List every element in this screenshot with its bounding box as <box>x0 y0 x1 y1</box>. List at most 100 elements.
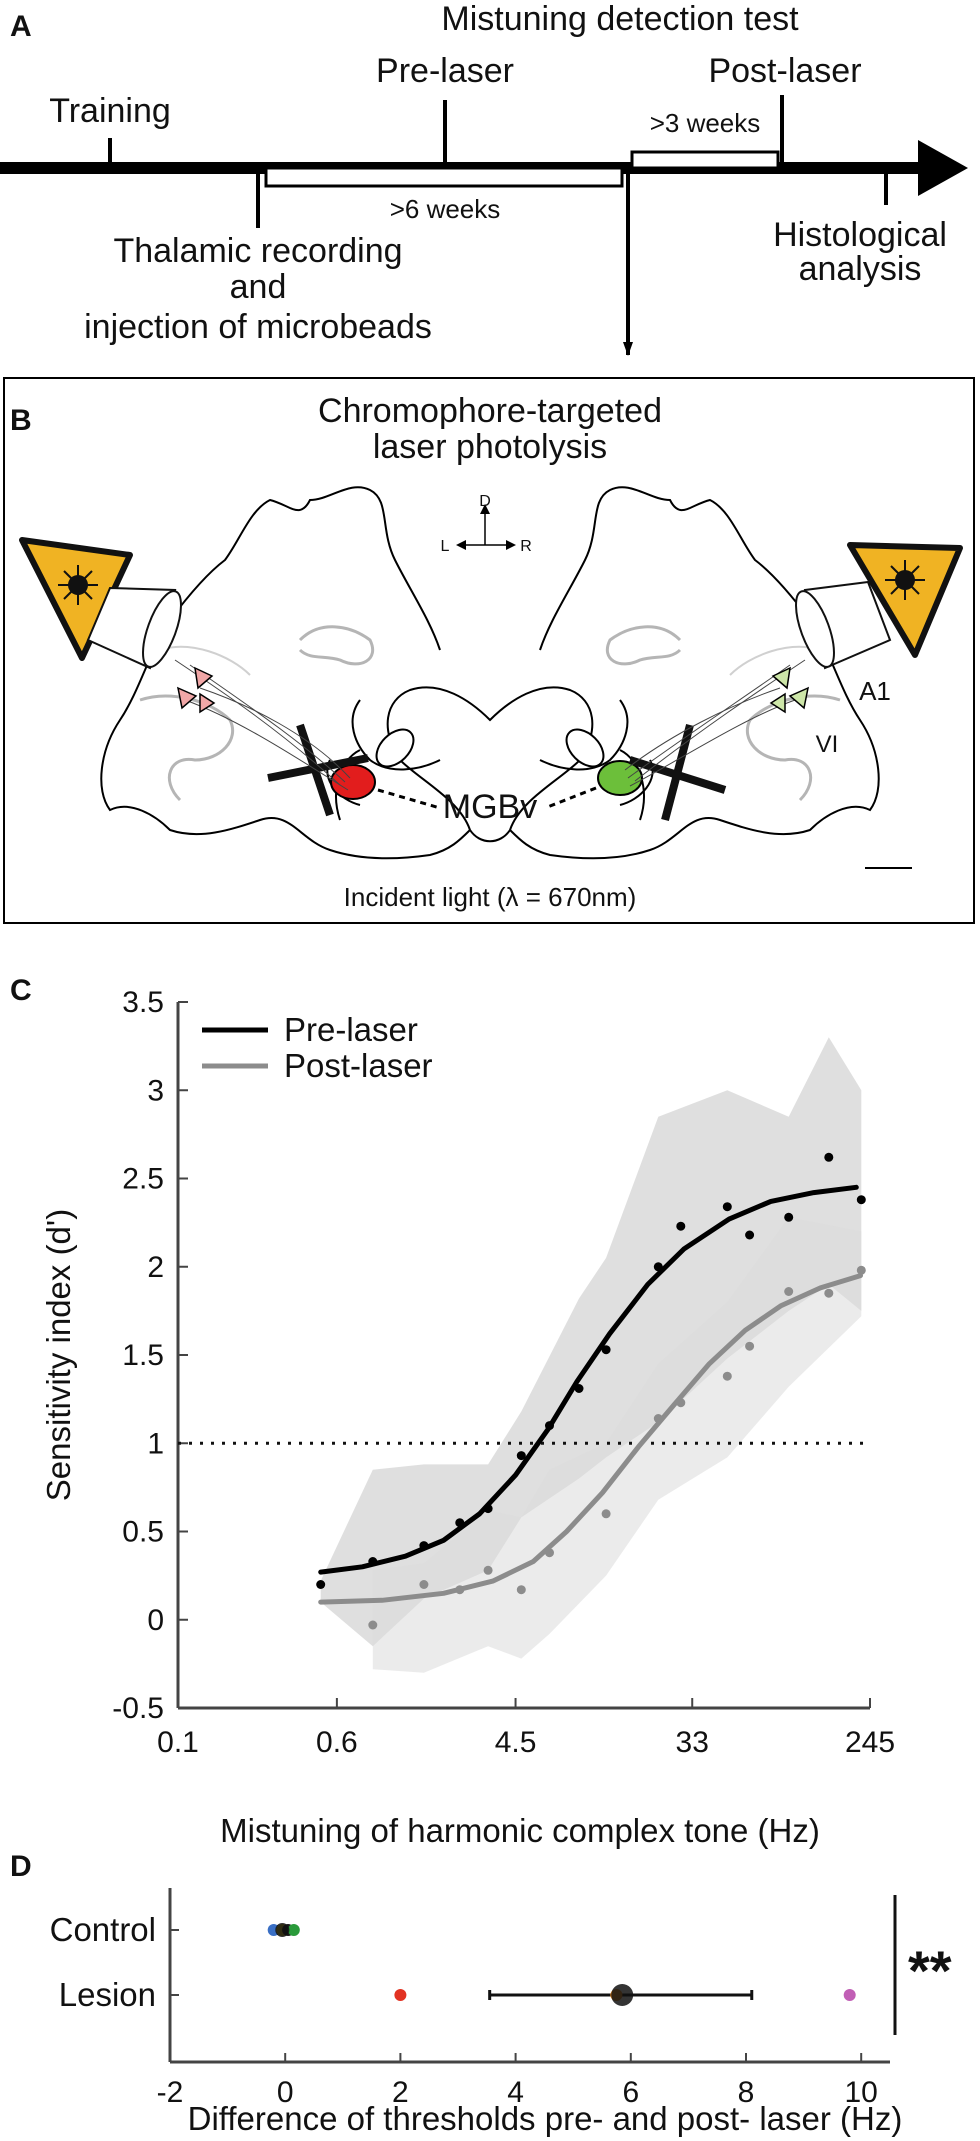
data-point-pre <box>516 1451 526 1461</box>
timeline-arrowhead <box>918 140 968 196</box>
left-mgbv-red <box>330 764 376 800</box>
histology-label-line2: analysis <box>799 250 922 288</box>
x-tick-label: 0.1 <box>157 1726 199 1759</box>
data-point-pre <box>676 1221 686 1231</box>
thalamic-label-line2: and <box>230 268 287 306</box>
y-tick-label: 2.5 <box>122 1163 164 1196</box>
data-point-pre <box>419 1541 429 1551</box>
data-point-post <box>545 1548 554 1558</box>
panel-label-a: A <box>10 10 32 43</box>
significance-stars: ** <box>908 1939 952 2002</box>
panel-label-b: B <box>10 404 32 437</box>
x-tick-label: 33 <box>676 1726 709 1759</box>
d-x-tick-label: -2 <box>157 2076 184 2109</box>
data-point-post <box>856 1265 866 1275</box>
x-tick-label: 245 <box>845 1726 895 1759</box>
y-tick-label: 0.5 <box>122 1516 164 1549</box>
subject-point <box>843 1989 856 2001</box>
data-points <box>316 1152 866 1630</box>
data-point-post <box>368 1620 378 1630</box>
right-neurons <box>769 666 810 714</box>
legend-label: Pre-laser <box>284 1011 418 1048</box>
three-weeks-label: >3 weeks <box>650 108 761 138</box>
compass-r: R <box>520 538 532 555</box>
x-tick-label: 0.6 <box>316 1726 358 1759</box>
y-tick-label: 2 <box>147 1251 164 1284</box>
orientation-compass: D L R <box>441 493 532 555</box>
data-point-pre <box>722 1202 732 1212</box>
band-pre <box>320 1037 862 1647</box>
d-x-axis-label: Difference of thresholds pre- and post- … <box>188 2100 903 2137</box>
data-point-post <box>483 1565 493 1575</box>
right-projections <box>624 659 806 787</box>
data-point-post <box>516 1585 526 1595</box>
x-tick-label: 4.5 <box>495 1726 537 1759</box>
d-x-tick-label: 6 <box>622 2076 639 2109</box>
data-point-pre <box>574 1384 584 1393</box>
training-label: Training <box>49 92 171 130</box>
y-tick-label: 3.5 <box>122 986 164 1019</box>
pre-laser-label: Pre-laser <box>376 52 514 90</box>
chart-axes: -0.5 0 0.5 1 1.5 2 2.5 3 3.5 0.1 0.6 4.5 33 245 <box>112 986 895 1759</box>
group-mean <box>275 1923 290 1937</box>
data-point-post <box>824 1288 834 1298</box>
data-point-post <box>419 1580 429 1589</box>
fit-lines <box>318 1184 863 1605</box>
data-point-pre <box>601 1345 611 1355</box>
compass-l: L <box>441 538 450 555</box>
data-point-pre <box>856 1195 866 1205</box>
legend-label: Post-laser <box>284 1047 433 1084</box>
data-point-pre <box>368 1557 378 1566</box>
d-x-tick-label: 0 <box>277 2076 294 2109</box>
y-tick-label: 3 <box>147 1074 164 1107</box>
y-tick-label: 1.5 <box>122 1339 164 1372</box>
data-point-pre <box>455 1518 465 1528</box>
y-tick-label: 0 <box>147 1604 164 1637</box>
fit-line-post <box>318 1273 863 1605</box>
confidence-bands <box>320 1037 862 1673</box>
six-weeks-label: >6 weeks <box>390 194 501 224</box>
vi-label: VI <box>816 731 839 758</box>
y-axis-label: Sensitivity index (d') <box>40 1209 77 1501</box>
post-laser-label: Post-laser <box>708 52 861 90</box>
schematic-title-line1: Chromophore-targeted <box>318 392 662 430</box>
data-point-post <box>745 1341 755 1351</box>
d-x-tick-label: 2 <box>392 2076 409 2109</box>
right-laser <box>795 542 963 670</box>
x-axis-label: Mistuning of harmonic complex tone (Hz) <box>220 1812 820 1849</box>
data-point-pre <box>653 1262 663 1272</box>
thalamic-label-line3: injection of microbeads <box>84 308 432 346</box>
data-point-post <box>722 1371 732 1381</box>
data-point-post <box>676 1398 686 1408</box>
histology-label-line1: Histological <box>773 216 947 254</box>
right-mgbv-green <box>597 760 643 796</box>
data-point-pre <box>545 1421 554 1431</box>
data-point-post <box>455 1585 465 1595</box>
panel-a-timeline: A Mistuning detection test Pre-laser Pos… <box>0 0 968 356</box>
data-point-pre <box>824 1152 834 1162</box>
data-point-post <box>601 1509 611 1519</box>
y-tick-label: -0.5 <box>112 1692 164 1725</box>
data-point-post <box>653 1414 663 1423</box>
a1-label: A1 <box>859 676 891 706</box>
y-tick-label: 1 <box>147 1427 164 1460</box>
data-point-pre <box>316 1580 326 1589</box>
six-weeks-bracket <box>264 166 624 188</box>
data-point-pre <box>745 1230 755 1240</box>
schematic-title-line2: laser photolysis <box>373 428 607 466</box>
d-x-tick-label: 8 <box>738 2076 755 2109</box>
data-point-pre <box>784 1212 794 1222</box>
incident-light-label: Incident light (λ = 670nm) <box>344 882 637 912</box>
subject-point <box>394 1989 407 2001</box>
three-weeks-bracket <box>630 150 780 170</box>
d-x-tick-label: 4 <box>507 2076 524 2109</box>
group-mean <box>611 1984 634 2006</box>
left-neurons <box>176 666 216 714</box>
panel-label-d: D <box>10 1850 32 1883</box>
d-category-label: Lesion <box>59 1976 156 2013</box>
